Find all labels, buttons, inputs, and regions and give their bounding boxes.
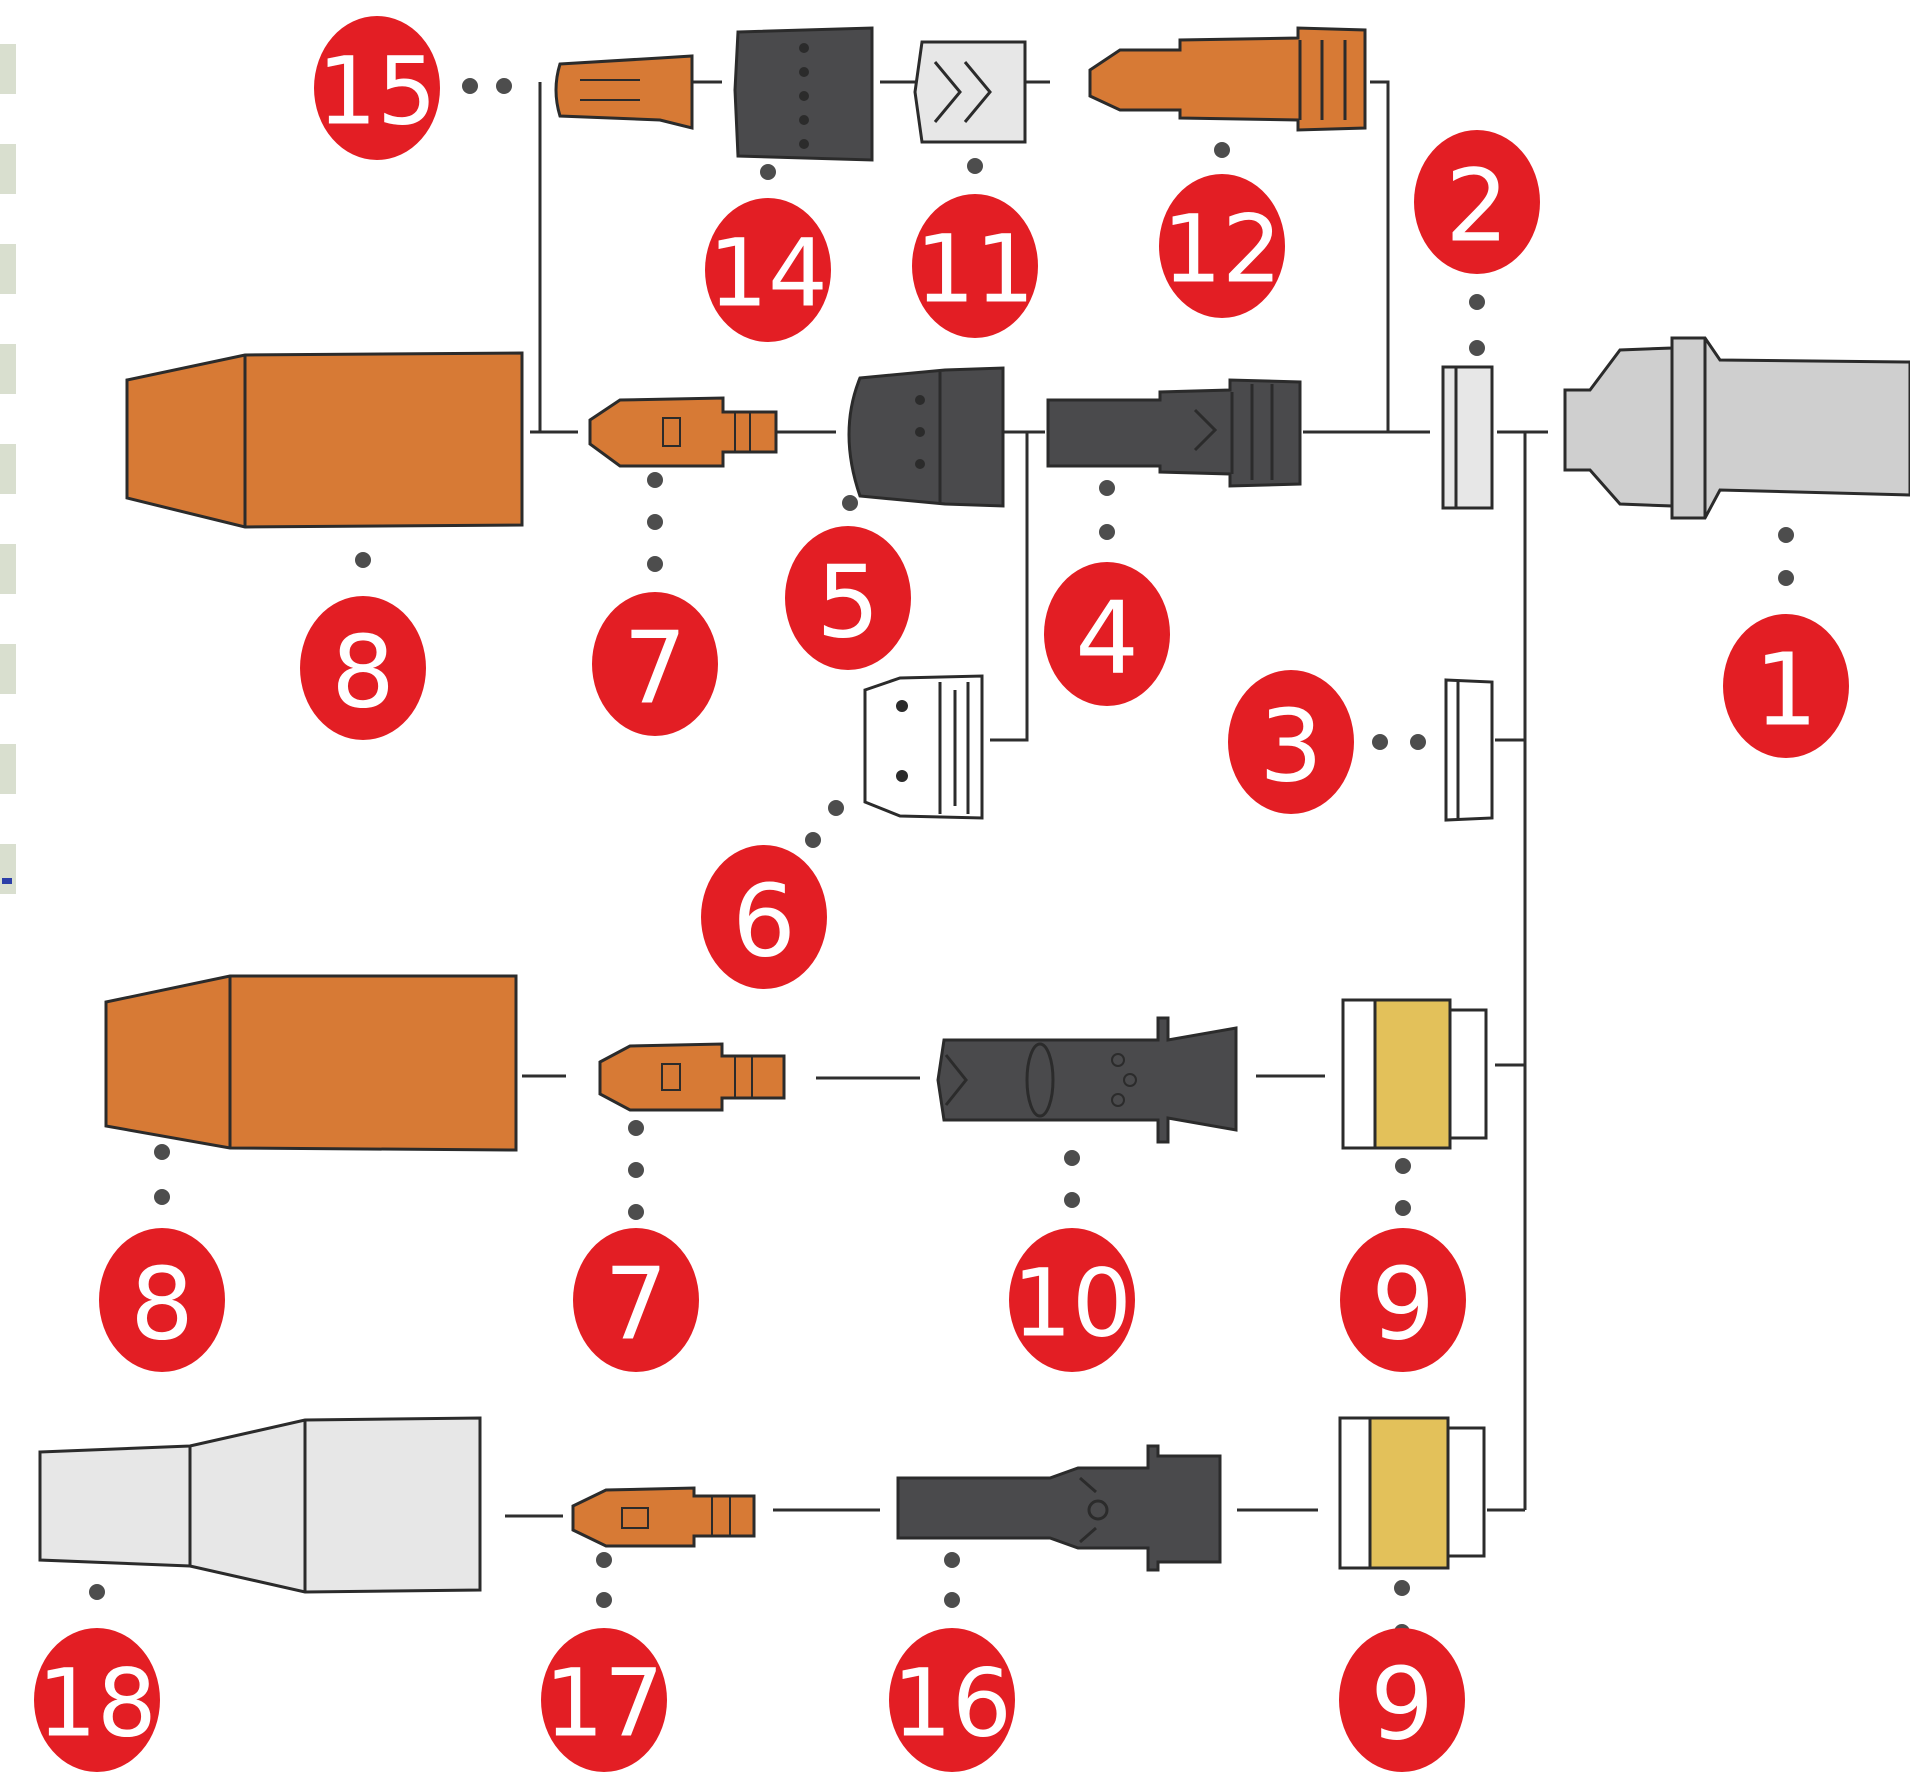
callout-5: 5 [785, 526, 911, 670]
component-6-diffuser [863, 674, 984, 820]
component-8-nozzle [125, 351, 524, 529]
callout-10-label: 10 [1012, 1250, 1132, 1359]
callout-4-label: 4 [1075, 580, 1139, 697]
leader-dots [89, 78, 1794, 1640]
callout-3: 3 [1228, 670, 1354, 814]
component-9-spacer-lower [1338, 1416, 1486, 1570]
component-16-tip-adapter [896, 1444, 1222, 1572]
connector-lines [505, 80, 1548, 1518]
callout-18-label: 18 [37, 1650, 157, 1759]
component-17-contact-tip [571, 1486, 756, 1548]
component-2-insulator-ring [1441, 365, 1494, 510]
callout-12: 12 [1159, 174, 1285, 318]
component-11-diffuser [913, 40, 1027, 144]
callout-8-lower: 8 [99, 1228, 225, 1372]
component-10-tip-adapter [936, 1016, 1238, 1144]
callout-2-label: 2 [1445, 148, 1509, 265]
callout-11: 11 [912, 194, 1038, 338]
component-14-nozzle [733, 26, 874, 162]
component-7-contact-tip-lower [598, 1042, 786, 1112]
callout-11-label: 11 [915, 216, 1035, 325]
callout-10: 10 [1009, 1228, 1135, 1372]
component-1-torch-handle [1563, 336, 1910, 520]
callout-8-lower-label: 8 [130, 1246, 194, 1363]
left-edge-tabs [0, 44, 16, 894]
callout-9-lower: 9 [1339, 1628, 1465, 1772]
callout-8-upper-label: 8 [331, 614, 395, 731]
callout-14: 14 [705, 198, 831, 342]
callout-5-label: 5 [816, 544, 880, 661]
callout-18: 18 [34, 1628, 160, 1772]
callout-9-lower-label: 9 [1370, 1646, 1434, 1763]
callout-8-upper: 8 [300, 596, 426, 740]
component-9-spacer [1341, 998, 1488, 1150]
callout-7-lower-label: 7 [604, 1246, 668, 1363]
callout-17-label: 17 [544, 1650, 664, 1759]
callout-4: 4 [1044, 562, 1170, 706]
callout-16-label: 16 [892, 1650, 1012, 1759]
component-18-nozzle [38, 1416, 482, 1594]
component-8-nozzle-lower [104, 974, 518, 1152]
callout-7-lower: 7 [573, 1228, 699, 1372]
callout-3-label: 3 [1259, 688, 1323, 805]
callout-9-upper: 9 [1340, 1228, 1466, 1372]
component-12-torch-head [1088, 26, 1367, 132]
callout-17: 17 [541, 1628, 667, 1772]
callout-9-upper-label: 9 [1371, 1246, 1435, 1363]
callout-14-label: 14 [708, 220, 828, 329]
callout-16: 16 [889, 1628, 1015, 1772]
component-4-swan-neck-adapter [1046, 378, 1302, 488]
component-5-diffuser [847, 366, 1005, 508]
component-3-insulator [1444, 678, 1494, 822]
callout-7-upper: 7 [592, 592, 718, 736]
callout-15-label: 15 [317, 38, 437, 147]
callout-12-label: 12 [1162, 196, 1282, 305]
component-7-contact-tip [588, 396, 778, 468]
callout-15: 15 [314, 16, 440, 160]
callout-1-label: 1 [1754, 632, 1818, 749]
callout-6: 6 [701, 845, 827, 989]
callout-6-label: 6 [732, 863, 796, 980]
callout-2: 2 [1414, 130, 1540, 274]
callout-1: 1 [1723, 614, 1849, 758]
component-15-insulator [554, 54, 694, 130]
callout-7-upper-label: 7 [623, 610, 687, 727]
